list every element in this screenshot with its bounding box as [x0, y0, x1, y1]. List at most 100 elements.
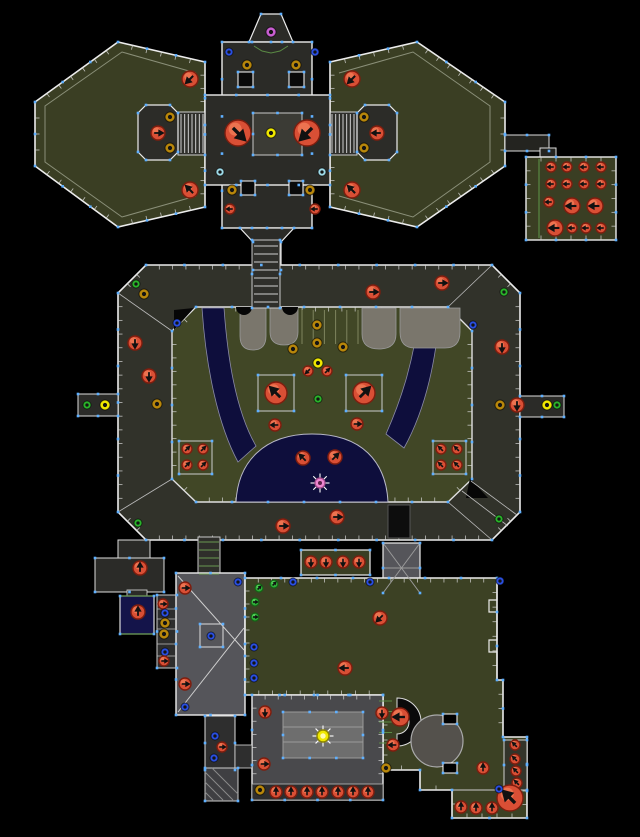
wall-tick	[507, 283, 511, 288]
vertex-dot	[470, 403, 474, 407]
facing-arrow	[154, 129, 165, 137]
vertex-dot	[220, 189, 224, 193]
vertex-dot	[502, 763, 506, 767]
item-ring	[249, 673, 259, 683]
monster-thing	[300, 785, 314, 799]
item-ring	[233, 577, 243, 587]
facing-arrow	[184, 184, 194, 194]
vertex-dot	[203, 205, 207, 209]
vertex-dot	[174, 713, 178, 717]
vertex-dot	[328, 169, 332, 173]
vertex-dot	[328, 205, 332, 209]
vertex-dot	[298, 538, 302, 542]
monster-thing	[595, 222, 607, 234]
item-ring	[158, 628, 170, 640]
things-layer	[82, 26, 607, 815]
vertex-dot	[316, 798, 319, 802]
facing-arrow	[200, 445, 207, 452]
item-ring	[288, 577, 298, 587]
vertex-dot	[251, 268, 255, 272]
vertex-dot	[316, 693, 319, 697]
corridor-pillar	[387, 504, 411, 539]
vertex-dot	[518, 474, 522, 477]
vertex-dot	[299, 548, 303, 552]
vertex-dot	[243, 607, 247, 610]
vertex-dot	[441, 722, 445, 726]
item-ring	[151, 398, 163, 410]
item-ring	[365, 577, 375, 587]
monster-thing	[469, 801, 483, 815]
item-ring	[358, 111, 370, 123]
vertex-dot	[279, 12, 283, 16]
monster-thing	[586, 197, 604, 215]
vertex-dot	[328, 133, 332, 136]
vertex-dot	[344, 409, 348, 413]
vertex-dot	[348, 693, 352, 697]
door-wedge-br	[466, 478, 488, 498]
vertex-dot	[269, 40, 273, 44]
vertex-dot	[116, 225, 120, 229]
vertex-dot	[459, 576, 463, 580]
vertex-dot	[300, 111, 304, 115]
vertex-dot	[312, 693, 316, 697]
facing-arrow	[511, 755, 518, 762]
monster-thing	[343, 70, 361, 88]
monster-thing	[434, 275, 450, 291]
monster-thing	[352, 381, 376, 405]
vertex-dot	[234, 183, 238, 187]
vertex-dot	[455, 722, 459, 726]
vertex-dot	[203, 133, 207, 136]
monster-thing	[197, 459, 209, 471]
facing-arrow	[298, 126, 314, 142]
monster-thing	[494, 339, 510, 355]
green-monster-thing	[269, 579, 279, 589]
facing-arrow	[298, 453, 307, 462]
vertex-dot	[243, 654, 247, 658]
fan-bl	[117, 478, 173, 513]
vertex-dot	[387, 103, 391, 107]
vertex-dot	[116, 392, 120, 396]
wall-tick	[507, 517, 511, 522]
pillar-knob-n	[442, 713, 458, 725]
vertex-dot	[183, 538, 186, 542]
vertex-dot	[144, 103, 148, 107]
vertex-dot	[203, 60, 207, 64]
pond	[235, 433, 389, 503]
vertex-dot	[251, 132, 255, 136]
vertex-dot	[203, 169, 207, 173]
monster-thing	[157, 598, 169, 610]
vertex-dot	[387, 158, 391, 162]
vertex-dot	[348, 798, 352, 802]
door-arc-west	[236, 307, 252, 315]
monster-thing	[132, 560, 148, 576]
monster-thing	[336, 555, 350, 569]
wall-tick	[105, 50, 110, 55]
vertex-dot	[464, 439, 468, 443]
wall-tick	[469, 184, 473, 190]
vertex-dot	[415, 40, 419, 44]
vertex-dot	[547, 149, 551, 153]
vertex-dot	[243, 642, 247, 646]
vertex-dot	[266, 183, 269, 187]
green-monster-thing	[254, 583, 264, 593]
vertex-dot	[614, 155, 618, 159]
vertex-dot	[418, 768, 422, 772]
facing-arrow	[479, 762, 487, 772]
vertex-dot	[220, 115, 224, 118]
wall-tick	[136, 274, 141, 278]
monster-thing	[343, 181, 361, 199]
item-ring	[164, 142, 176, 154]
monster-thing	[451, 443, 463, 455]
facing-arrow	[453, 445, 460, 452]
vertex-dot	[413, 263, 417, 267]
wing-inner-left	[44, 51, 197, 218]
vertex-dot	[175, 593, 179, 597]
monster-thing	[451, 459, 463, 471]
facing-arrow	[438, 279, 449, 287]
facing-arrow	[387, 741, 397, 749]
facing-arrow	[253, 614, 259, 620]
vertex-dot	[220, 40, 224, 44]
monster-thing	[375, 706, 389, 720]
